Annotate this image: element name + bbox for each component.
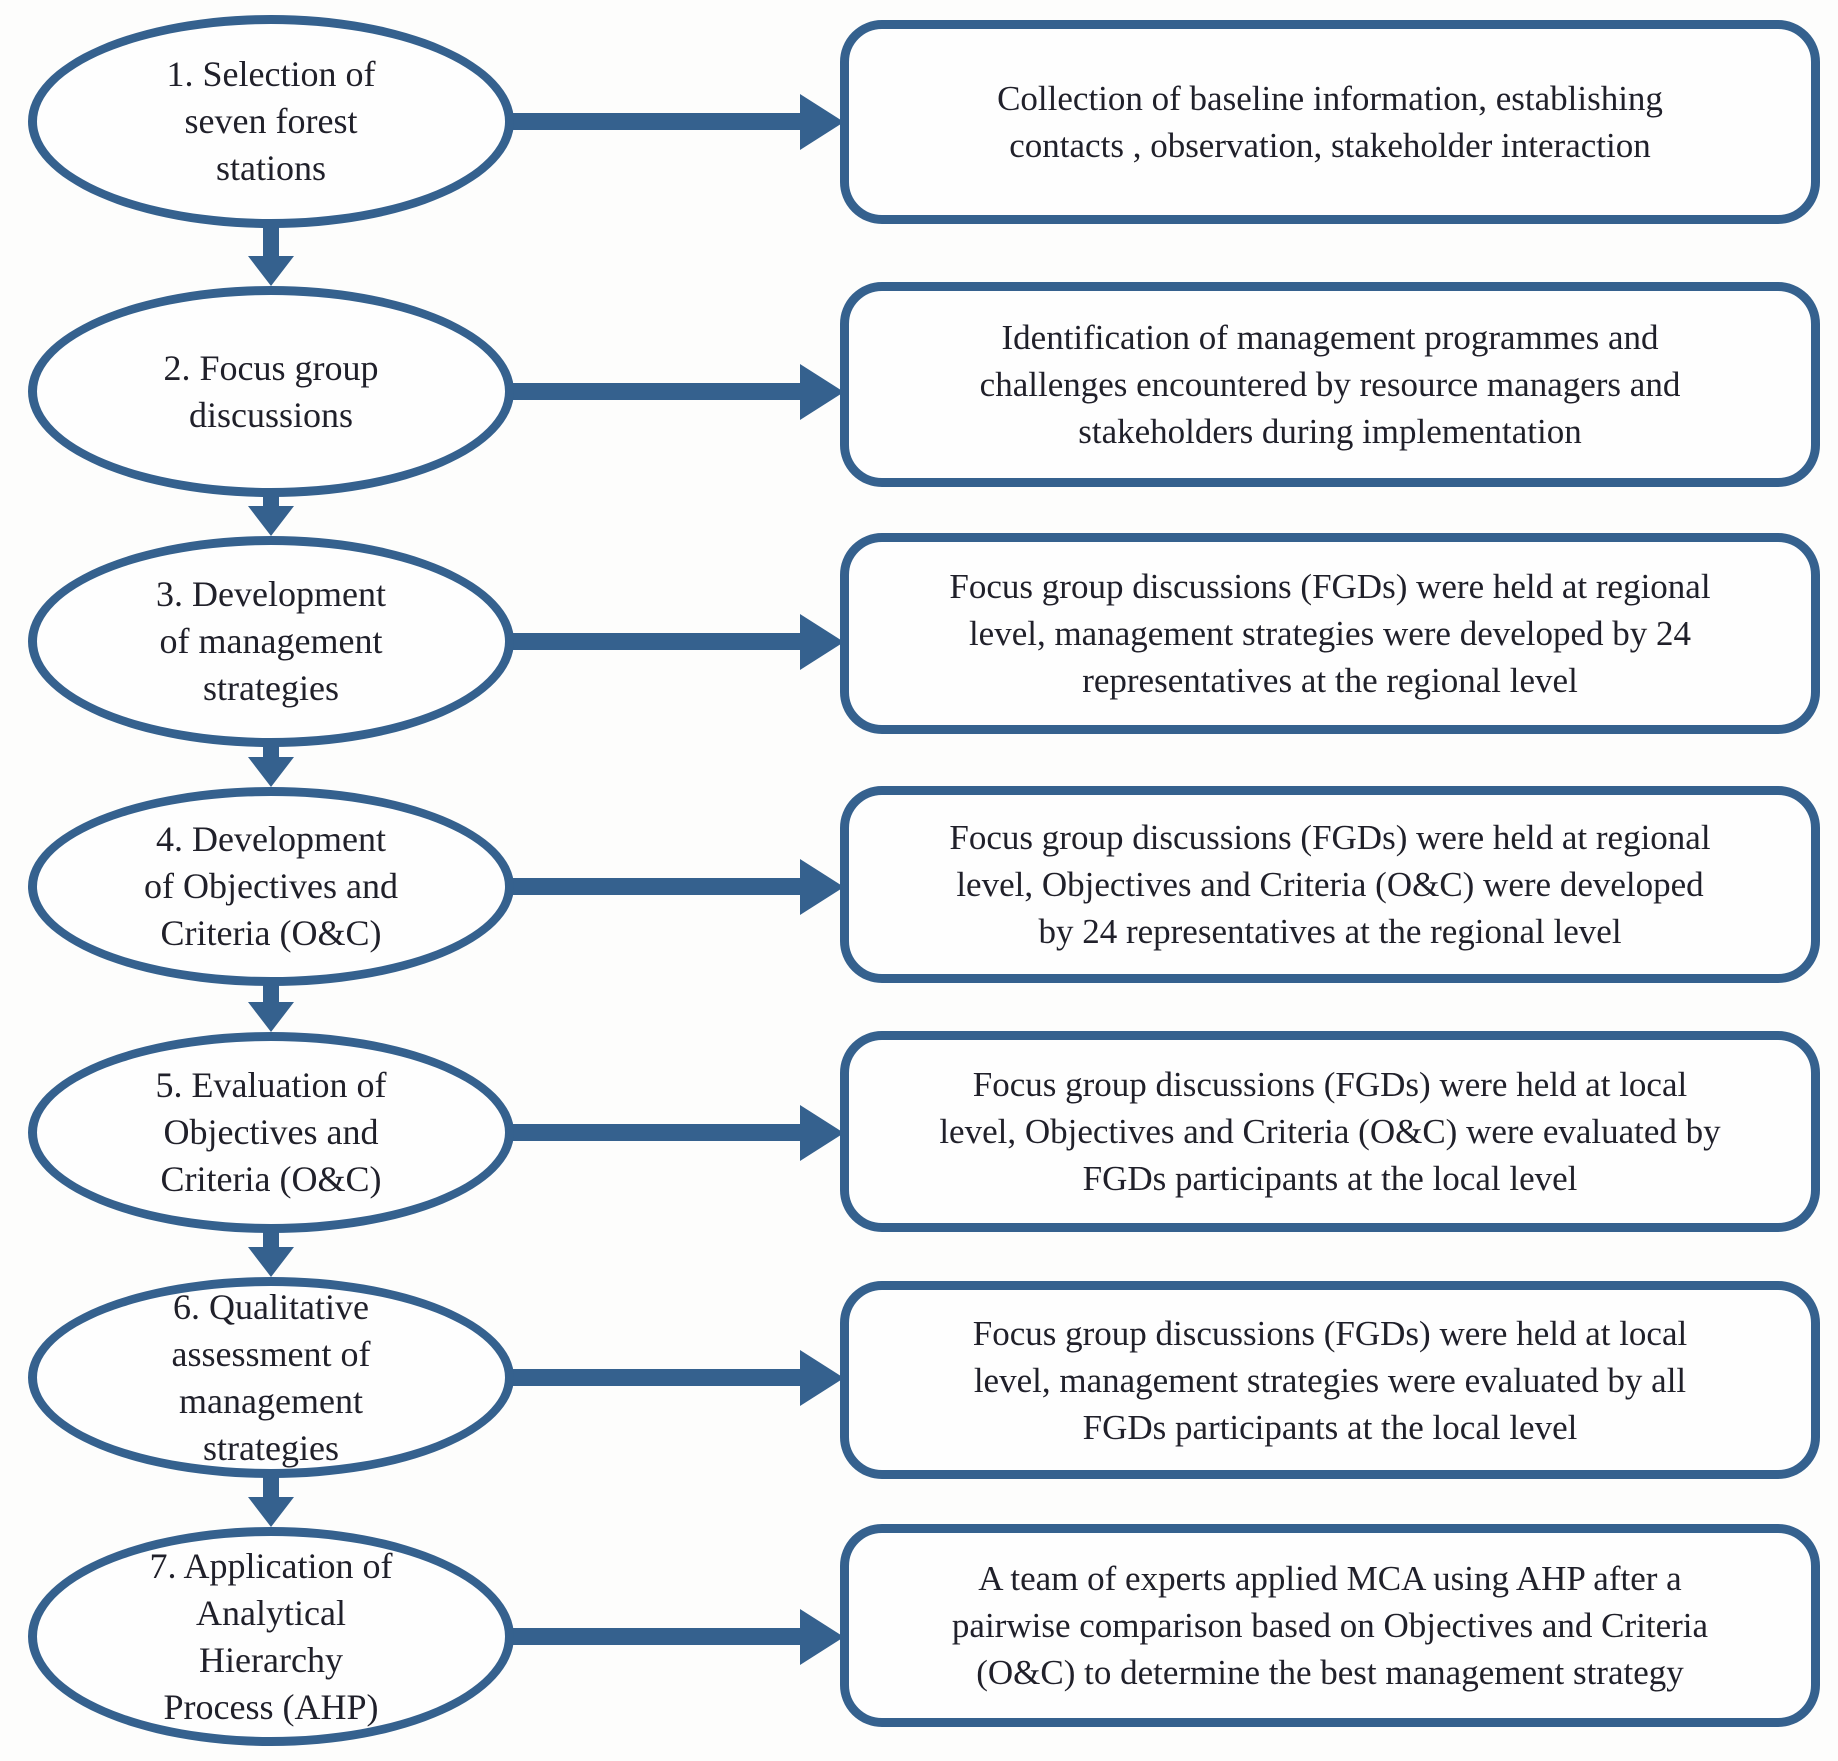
node-label: 3. Development of management strategies [156,574,386,708]
right-arrow-2-shaft [500,383,802,400]
right-arrow-5-shaft [500,1124,802,1141]
right-arrow-6-shaft [500,1369,802,1386]
flow-detail-6: Focus group discussions (FGDs) were held… [840,1281,1820,1479]
flow-node-6: 6. Qualitative assessment of management … [28,1277,514,1478]
flow-detail-5: Focus group discussions (FGDs) were held… [840,1031,1820,1232]
down-arrow-3-head [248,757,294,787]
flow-detail-1: Collection of baseline information, esta… [840,20,1820,224]
flow-detail-2: Identification of management programmes … [840,282,1820,487]
down-arrow-6-head [248,1497,294,1527]
flow-detail-4: Focus group discussions (FGDs) were held… [840,786,1820,983]
flow-node-1: 1. Selection of seven forest stations [28,15,514,228]
flow-node-3: 3. Development of management strategies [28,536,514,747]
flow-node-5: 5. Evaluation of Objectives and Criteria… [28,1032,514,1233]
right-arrow-4-head [800,859,844,915]
down-arrow-1-shaft [263,220,279,258]
flow-detail-3: Focus group discussions (FGDs) were held… [840,533,1820,734]
right-arrow-7-shaft [500,1628,802,1645]
detail-text: Identification of management programmes … [979,318,1681,451]
detail-text: Focus group discussions (FGDs) were held… [949,567,1711,700]
node-label: 2. Focus group discussions [163,347,379,435]
right-arrow-6-head [800,1350,844,1406]
node-label: 4. Development of Objectives and Criteri… [144,819,398,953]
flow-node-4: 4. Development of Objectives and Criteri… [28,787,514,986]
detail-text: A team of experts applied MCA using AHP … [951,1559,1709,1692]
node-label: 6. Qualitative assessment of management … [171,1286,371,1468]
down-arrow-4-head [248,1002,294,1032]
down-arrow-1-head [248,256,294,286]
down-arrow-2-head [248,506,294,536]
flow-node-7: 7. Application of Analytical Hierarchy P… [28,1527,514,1746]
flow-detail-7: A team of experts applied MCA using AHP … [840,1524,1820,1727]
detail-text: Collection of baseline information, esta… [997,79,1663,165]
right-arrow-2-head [800,364,844,420]
detail-text: Focus group discussions (FGDs) were held… [949,818,1711,951]
right-arrow-7-head [800,1609,844,1665]
right-arrow-1-shaft [500,113,802,130]
right-arrow-3-head [800,614,844,670]
detail-text: Focus group discussions (FGDs) were held… [939,1065,1721,1198]
right-arrow-4-shaft [500,878,802,895]
node-label: 5. Evaluation of Objectives and Criteria… [155,1065,387,1199]
right-arrow-3-shaft [500,633,802,650]
node-label: 1. Selection of seven forest stations [166,54,376,188]
right-arrow-5-head [800,1105,844,1161]
down-arrow-5-head [248,1247,294,1277]
flow-node-2: 2. Focus group discussions [28,286,514,497]
detail-text: Focus group discussions (FGDs) were held… [972,1313,1688,1447]
right-arrow-1-head [800,94,844,150]
node-label: 7. Application of Analytical Hierarchy P… [149,1545,393,1727]
